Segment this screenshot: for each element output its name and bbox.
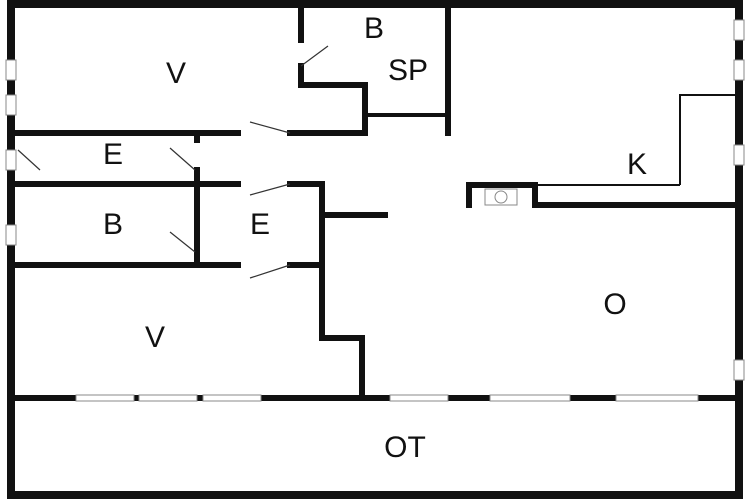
- doors: [17, 45, 329, 279]
- room-label-sp: SP: [388, 54, 428, 87]
- room-label-b-top: B: [364, 12, 384, 45]
- room-label-k: K: [627, 148, 647, 181]
- room-label-ot: OT: [384, 431, 426, 464]
- bottom-windows: [75, 394, 699, 402]
- room-label-b-mid: B: [103, 208, 123, 241]
- stove-icon: [484, 188, 518, 206]
- outer-wall: [7, 0, 743, 499]
- room-label-e-top: E: [103, 138, 123, 171]
- interior-walls: [11, 3, 739, 401]
- windows: [5, 19, 745, 381]
- room-label-v-bottom: V: [145, 321, 165, 354]
- room-label-v-top: V: [166, 57, 186, 90]
- room-label-o: O: [603, 288, 626, 321]
- room-label-e-mid: E: [250, 208, 270, 241]
